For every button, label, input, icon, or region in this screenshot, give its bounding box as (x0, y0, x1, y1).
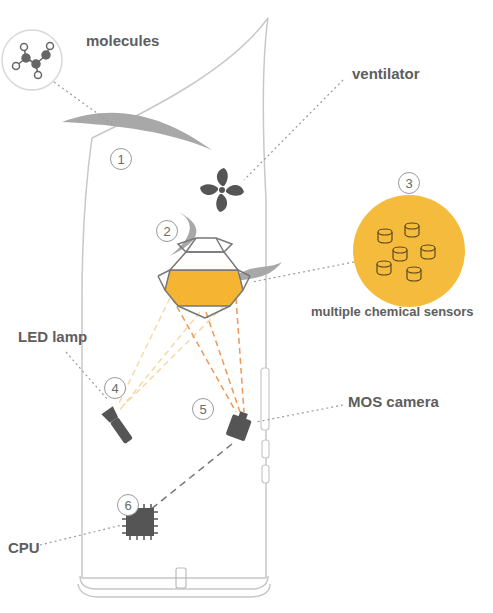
callout-number: 4 (111, 382, 118, 395)
callout-circle: 5 (192, 398, 214, 420)
part-label: ventilator (352, 66, 420, 83)
callout-circle: 3 (398, 172, 420, 194)
molecules-icon (2, 30, 62, 90)
chemical-sensors-icon (353, 195, 465, 307)
led-lamp (101, 406, 134, 445)
part-label: LED lamp (18, 329, 87, 346)
callout-number: 6 (124, 499, 131, 512)
callout-circle: 1 (110, 148, 132, 170)
callout-circle: 2 (156, 220, 178, 242)
callout-number: 5 (199, 403, 206, 416)
fan-icon (200, 168, 244, 212)
callout-number: 3 (405, 177, 412, 190)
part-label: MOS camera (348, 394, 439, 411)
callout-number: 1 (117, 153, 124, 166)
air-flow (62, 113, 212, 150)
leader-lines (40, 80, 354, 545)
device-housing (82, 18, 268, 578)
part-label: multiple chemical sensors (311, 305, 474, 319)
sensor-chamber (158, 238, 250, 318)
mos-camera (225, 409, 253, 441)
callout-circle: 6 (117, 494, 139, 516)
callout-number: 2 (163, 225, 170, 238)
callout-circle: 4 (104, 377, 126, 399)
part-label: CPU (8, 540, 40, 557)
part-label: molecules (86, 33, 159, 50)
